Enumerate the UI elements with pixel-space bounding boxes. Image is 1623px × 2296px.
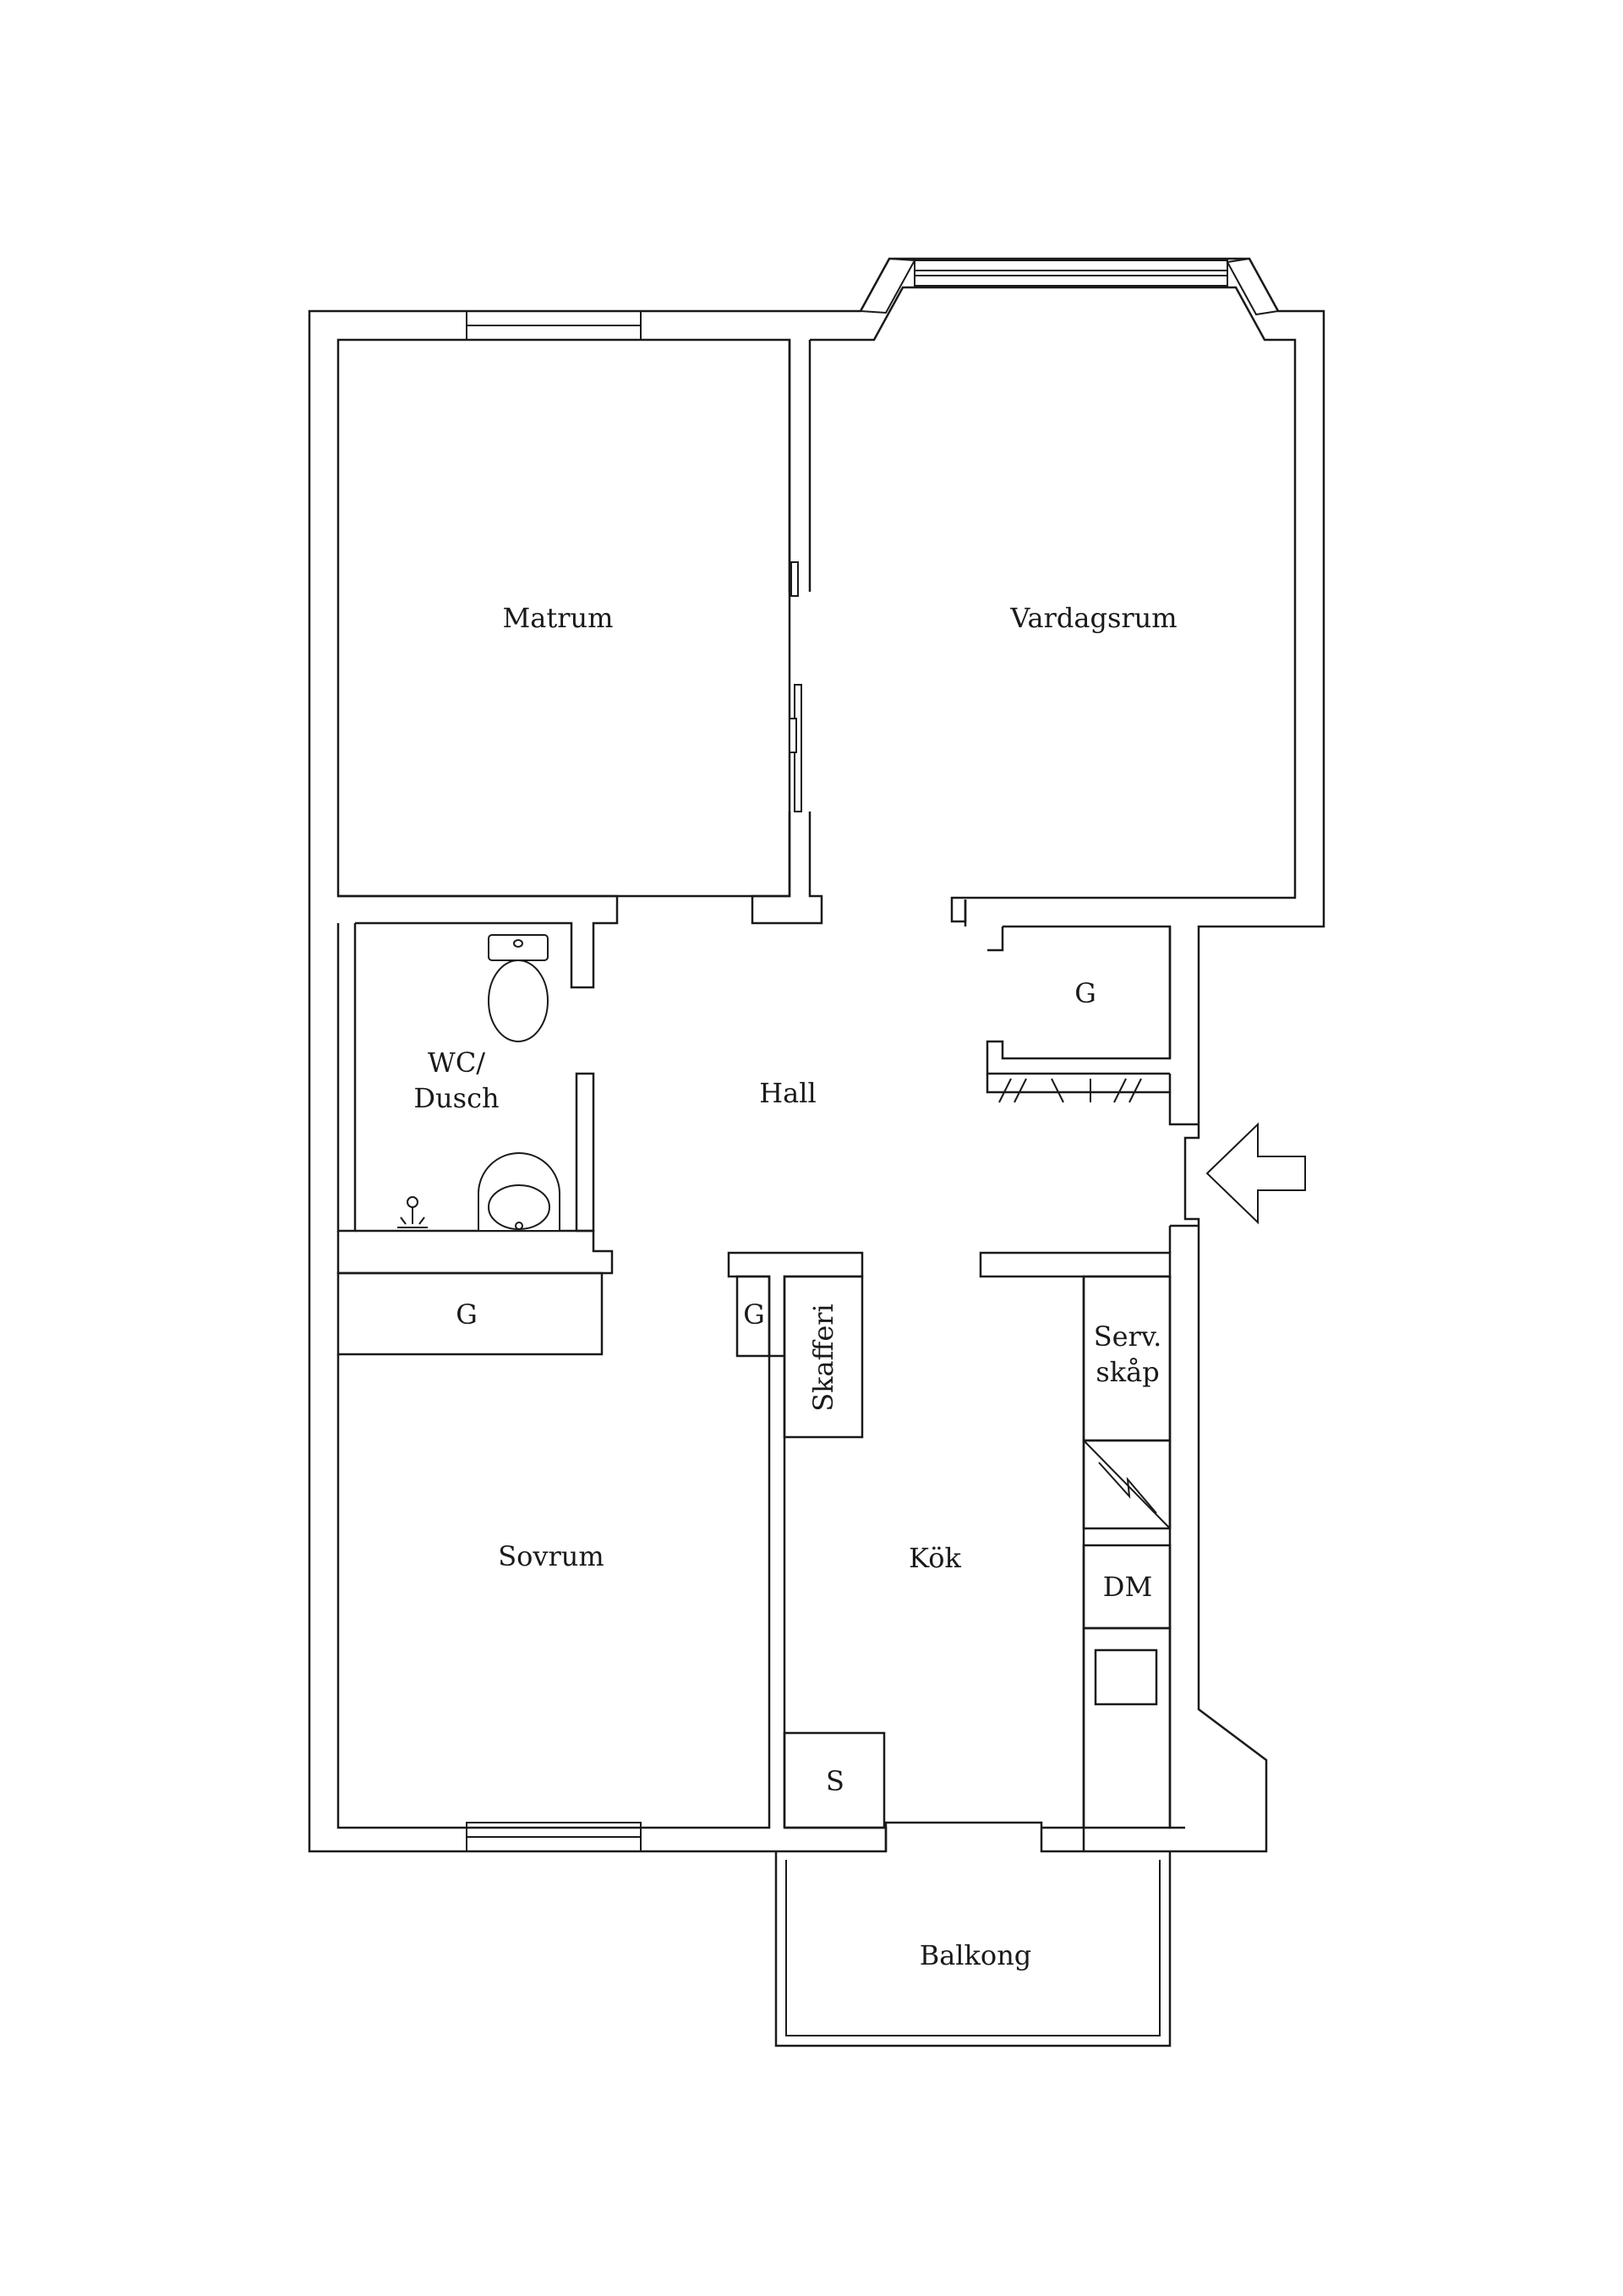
label-garderob-hall: G xyxy=(1074,977,1096,1009)
sink-icon xyxy=(478,1152,560,1232)
label-kok: Kök xyxy=(909,1542,961,1574)
label-skafferi: Skafferi xyxy=(807,1304,839,1412)
balkong xyxy=(774,1851,1172,2047)
room-labels: Matrum Vardagsrum WC/ Dusch Hall G G G S… xyxy=(413,602,1177,1971)
entrance-arrow-icon xyxy=(1205,1122,1306,1225)
wardrobe-doors xyxy=(998,1078,1142,1103)
internal-walls xyxy=(336,340,1199,1851)
skafferi-cabinet xyxy=(783,1275,864,1439)
toilet-icon xyxy=(488,934,549,1042)
shower-icon xyxy=(397,1196,428,1228)
label-serv-line1: Serv. xyxy=(1094,1320,1162,1353)
stove-icon xyxy=(1094,1648,1158,1706)
label-wc-line1: WC/ xyxy=(428,1047,485,1079)
label-garderob-small: G xyxy=(743,1298,765,1331)
label-s: S xyxy=(826,1765,844,1797)
label-balkong: Balkong xyxy=(920,1939,1032,1971)
kitchen-units xyxy=(783,1275,1172,1829)
stove-counter xyxy=(1082,1626,1172,1829)
label-sovrum: Sovrum xyxy=(498,1540,604,1572)
label-garderob-sovrum: G xyxy=(456,1298,478,1331)
label-wc-line2: Dusch xyxy=(413,1082,499,1114)
label-serv-line2: skåp xyxy=(1096,1356,1159,1388)
bay-window xyxy=(859,257,1280,316)
electrical-panel-icon xyxy=(1083,1440,1171,1529)
label-matrum: Matrum xyxy=(503,602,614,634)
label-hall: Hall xyxy=(759,1077,816,1109)
label-vardagsrum: Vardagsrum xyxy=(1009,602,1177,634)
vardagsrum-inner xyxy=(810,286,1297,923)
electrical-box xyxy=(1082,1439,1172,1530)
label-dm: DM xyxy=(1103,1571,1152,1603)
windows xyxy=(466,310,642,1852)
s-cabinet xyxy=(783,1731,886,1829)
